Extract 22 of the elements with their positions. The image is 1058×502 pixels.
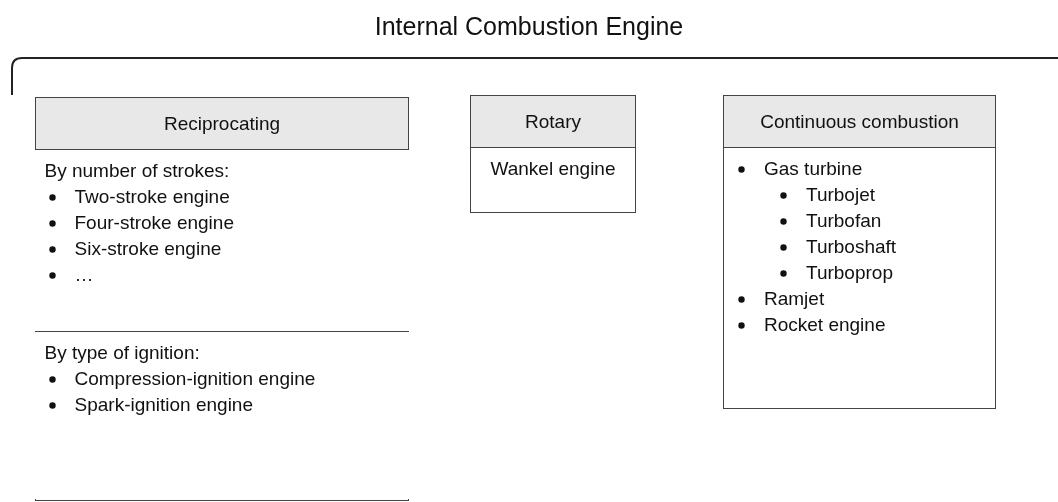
box-header: Rotary <box>471 96 635 148</box>
list-item: Spark-ignition engine <box>74 393 253 417</box>
category-box <box>470 95 636 213</box>
box-header: Reciprocating <box>36 98 408 150</box>
list-item: Four-stroke engine <box>74 211 234 235</box>
box-header: Continuous combustion <box>724 96 995 148</box>
item-text: Wankel engine <box>489 157 617 181</box>
list-item: Turboshaft <box>806 235 897 259</box>
list-item: Turbojet <box>806 183 875 207</box>
list-item: … <box>74 263 94 287</box>
section-heading: By type of ignition: <box>43 341 201 365</box>
list-item: Gas turbine <box>764 157 863 181</box>
list-item: Two-stroke engine <box>74 185 230 209</box>
list-item: Six-stroke engine <box>74 237 222 261</box>
diagram-title: Internal Combustion Engine <box>373 12 685 41</box>
list-item: Rocket engine <box>764 313 886 337</box>
list-item: Turbofan <box>806 209 882 233</box>
list-item: Compression-ignition engine <box>74 367 316 391</box>
section-heading: By number of strokes: <box>43 159 231 183</box>
category-box <box>723 95 996 409</box>
list-item: Turboprop <box>806 261 893 285</box>
list-item: Ramjet <box>764 287 825 311</box>
